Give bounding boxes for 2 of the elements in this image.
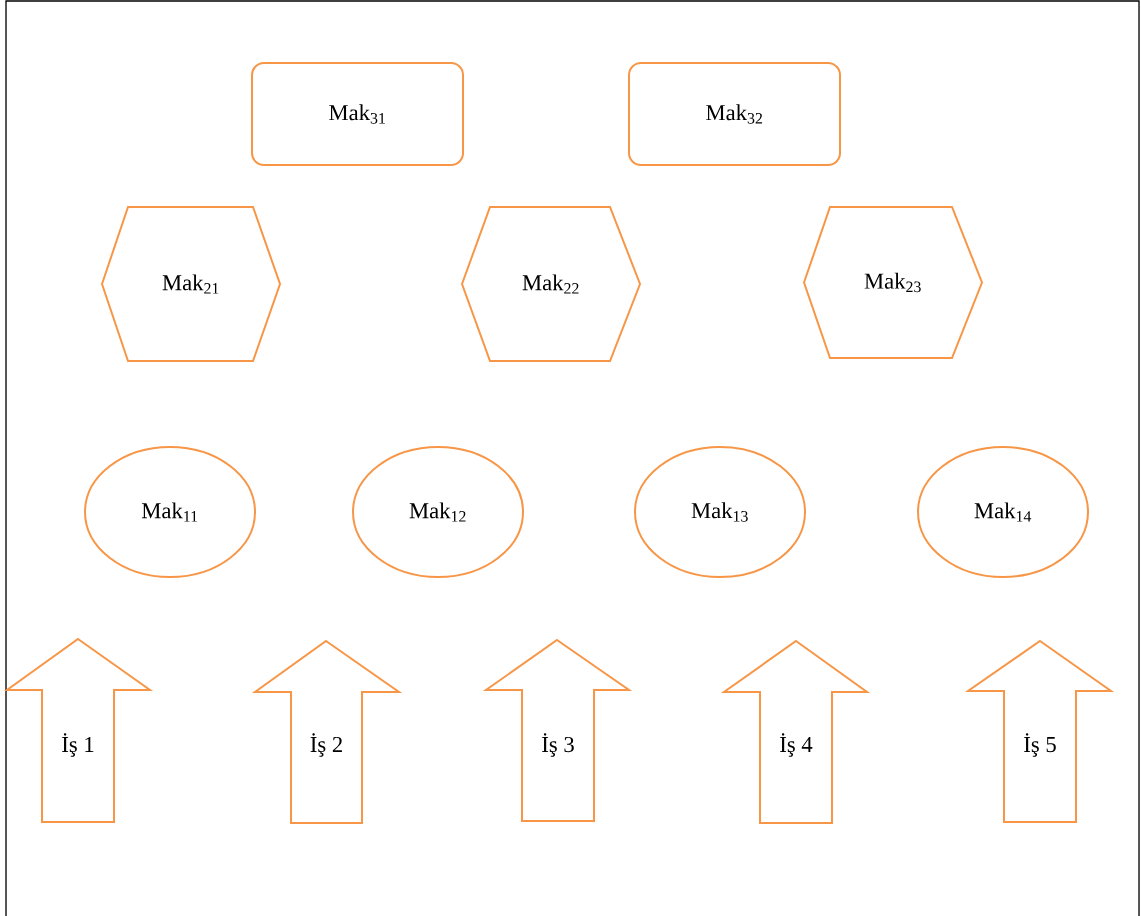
rounded-box: Mak$_{31}$ bbox=[251, 62, 464, 166]
rounded-box: Mak$_{32}$ bbox=[628, 62, 841, 166]
